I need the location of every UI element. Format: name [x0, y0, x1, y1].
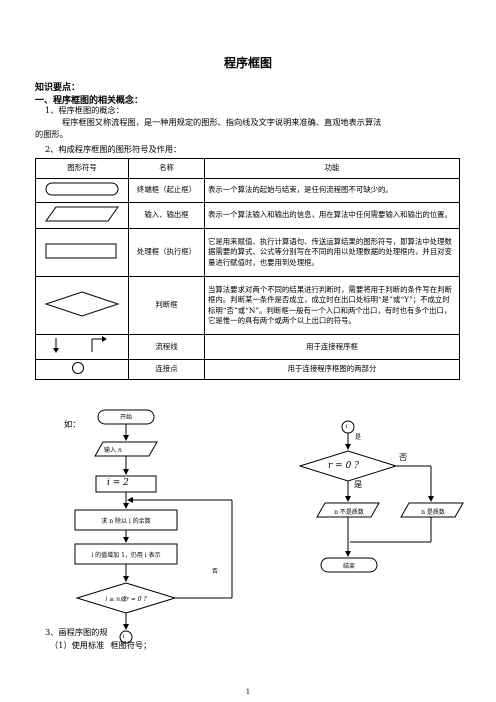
row-name: 流程线 — [128, 334, 205, 360]
flow-remainder: 求 n 除以 i 的余数 — [101, 518, 151, 525]
row-function: 用于连接程序框图的两部分 — [204, 358, 460, 380]
row-function: 它是用来赋值、执行计算语句、传送运算结果的图形符号，即算法中处理数据需要的算式、… — [204, 228, 460, 277]
right-end: 结束 — [342, 563, 355, 570]
right-not-prime: n 不是质数 — [334, 509, 364, 516]
row-function: 用于连接程序框 — [204, 334, 460, 360]
table-row: 判断框 当算法要求对两个不同的结果进行判断时，需要将用于判断的条件写在判断框内。… — [35, 276, 460, 335]
item-1: 1、程序框图的概念： — [45, 105, 124, 115]
right-yes-label: 是 — [354, 479, 363, 489]
page-title: 程序框图 — [223, 56, 272, 70]
item-2: 2、构成程序框图的图形符号及作用： — [45, 144, 182, 154]
table-row: 输入、输出框 表示一个算法输入和输出的信息，用在算法中任何需要输入和输出的位置。 — [35, 202, 460, 229]
table-row: 处理框（执行框） 它是用来赋值、执行计算语句、传送运算结果的图形符号，即算法中处… — [35, 228, 460, 277]
terminal-symbol-cell — [35, 178, 129, 203]
flow-arrow-icon — [53, 336, 107, 353]
flow-increment: i 的值增加 1，仍用 i 表示 — [91, 552, 161, 559]
parallelogram-shape-icon — [45, 206, 119, 222]
definition-line-2: 的图形。 — [35, 129, 68, 139]
connector-symbol-cell — [35, 358, 129, 380]
knowledge-points-heading: 知识要点： — [35, 83, 81, 93]
right-connector: 1 — [345, 424, 349, 430]
flowline-symbol-cell — [35, 334, 129, 360]
symbol-table: 图形符号 名称 功能 终端框（起止框） 表示一个算法的起始与结束，是任何流程图不… — [35, 158, 460, 380]
circle-connector-icon — [72, 361, 84, 374]
section-heading: 一、程序框图的相关概念： — [35, 96, 144, 106]
flow-no-label: 否 — [212, 568, 219, 575]
rectangle-shape-icon — [45, 243, 117, 259]
process-symbol-cell — [35, 228, 129, 277]
item-3: 3、画程序图的规 — [45, 627, 108, 637]
item-3-sub-end: 框图符号； — [110, 640, 152, 650]
right-condition: r = 0 ? — [328, 461, 359, 471]
flow-start: 开始 — [119, 414, 132, 421]
right-prime: n 是质数 — [421, 509, 445, 516]
flow-condition: i ≥ n或r = 0 ? — [105, 596, 147, 603]
table-row: 流程线 用于连接程序框 — [35, 334, 460, 360]
table-row: 连接点 用于连接程序框图的两部分 — [35, 358, 460, 380]
flow-input-label: 输入 — [104, 447, 117, 454]
table-row: 终端框（起止框） 表示一个算法的起始与结束，是任何流程图不可缺少的。 — [35, 178, 460, 203]
decision-symbol-cell — [35, 276, 129, 335]
page-number: 1 — [245, 688, 251, 696]
terminal-shape-icon — [45, 182, 119, 196]
right-no-label: 否 — [399, 452, 408, 462]
item-3-sub-start: （1）使用标准 — [50, 640, 105, 650]
flow-input-var: n — [117, 447, 122, 454]
right-yes-top: 是 — [355, 434, 362, 441]
flow-input: 输入 n — [104, 445, 122, 454]
definition-line-1: 程序框图又称流程图，是一种用规定的图形、指向线及文字说明来准确、直观地表示算法 — [62, 117, 382, 127]
item-3-sub: （1）使用标准框图符号； — [50, 640, 151, 651]
flow-assign: i = 2 — [107, 478, 129, 488]
row-name: 处理框（执行框） — [128, 228, 205, 277]
flow-connector: 1 — [122, 634, 126, 640]
row-function: 当算法要求对两个不同的结果进行判断时，需要将用于判断的条件写在判断框内。判断某一… — [204, 276, 460, 335]
diamond-shape-icon — [44, 291, 120, 317]
example-label: 如： — [64, 419, 81, 429]
